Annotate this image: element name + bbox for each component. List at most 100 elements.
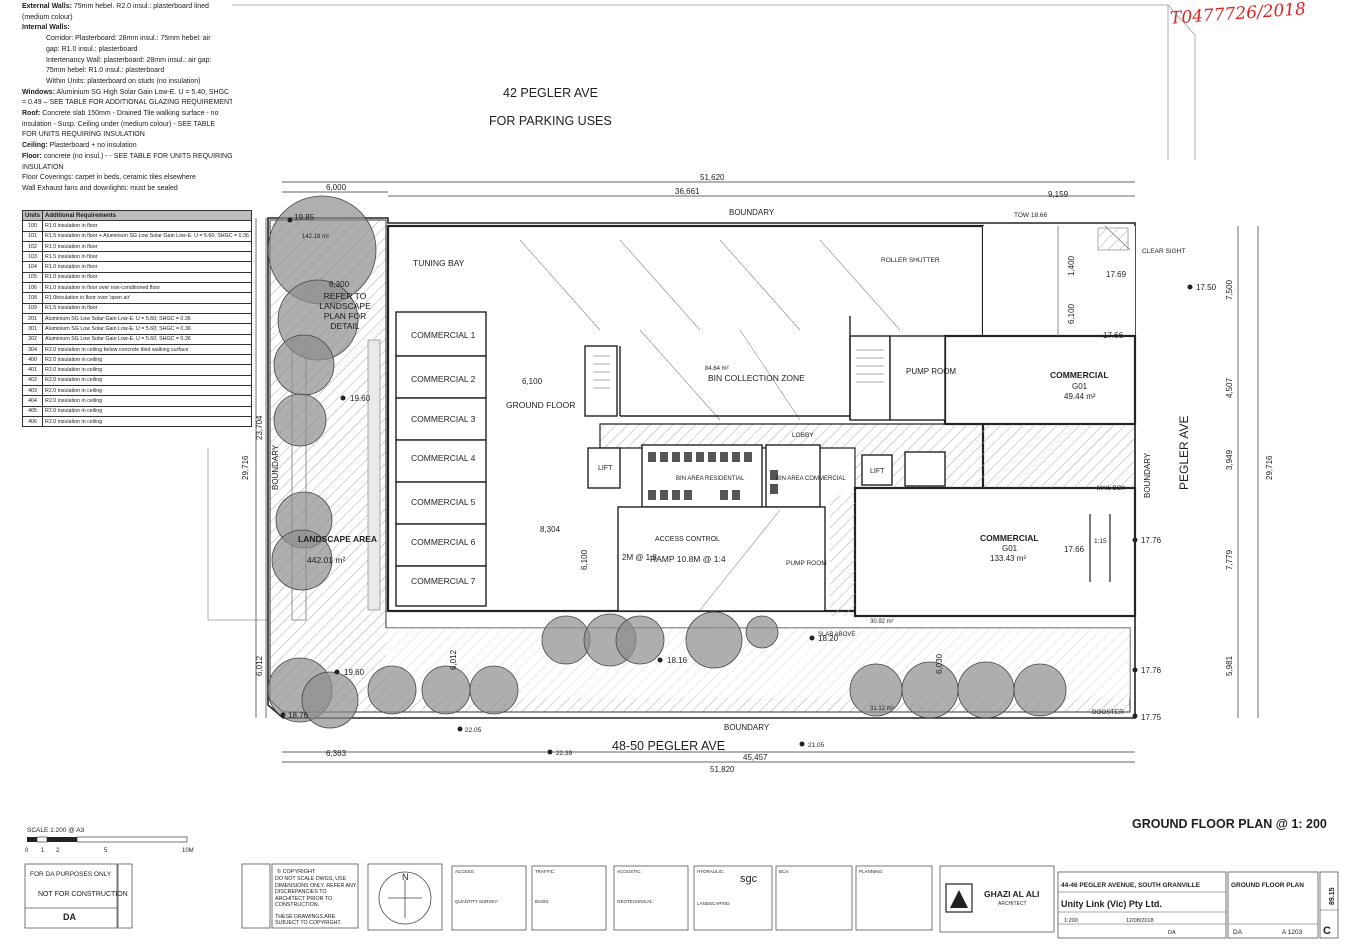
- scale-value: 1:200: [1064, 918, 1078, 924]
- note-value: Corridor: Plasterboard: 28mm insul.: 75m…: [46, 35, 211, 43]
- slab-area-value: 30.92 m²: [870, 619, 894, 625]
- note-key: Ceiling:: [22, 142, 48, 150]
- dim-right-b: 4,507: [1225, 377, 1234, 398]
- note-line: Corridor: Plasterboard: 28mm insul.: 75m…: [22, 34, 232, 45]
- commercial-unit-label: COMMERCIAL 1: [411, 330, 476, 340]
- copyright-text-1: DO NOT SCALE DWGS, USE DIMENSIONS ONLY. …: [275, 876, 357, 908]
- access-control-label: ACCESS CONTROL: [655, 536, 720, 543]
- commercial-unit-label: COMMERCIAL 7: [411, 576, 476, 586]
- dim-6100b: 6,100: [580, 549, 589, 570]
- note-line: External Walls: 75mm hebel. R2.0 insul.:…: [22, 2, 232, 13]
- note-line: Floor: concrete (no insul.) - - SEE TABL…: [22, 152, 232, 163]
- scale-tick-2: 2: [56, 848, 60, 854]
- dim-6100c: 6,100: [1067, 303, 1076, 324]
- landscape-plan-reference: REFER TO LANDSCAPE PLAN FOR DETAIL: [319, 291, 371, 331]
- roller-shutter-label: ROLLER SHUTTER: [881, 257, 940, 264]
- dim-left-inner: 23,704: [255, 415, 264, 440]
- bottom-area-value: 31.12 m²: [870, 706, 894, 712]
- note-line: (medium colour): [22, 13, 232, 24]
- note-key: Windows:: [22, 88, 55, 96]
- level-2: 19.60: [350, 394, 371, 403]
- note-line: Wall Exhaust fans and downlights: must b…: [22, 184, 232, 195]
- note-value: 75mm hebel. R2.0 insul.: plasterboard li…: [71, 3, 209, 10]
- dim-6100a: 6,100: [522, 377, 543, 386]
- note-line: Windows: Aluminium SG High Solar Gain Lo…: [22, 88, 232, 99]
- copyright-text-2: THESE DRAWINGS ARE SUBJECT TO COPYRIGHT.: [275, 913, 342, 927]
- slab-above-label: SLAB ABOVE: [818, 632, 855, 638]
- ramp-2m-label: 2M @ 1:8: [622, 553, 657, 562]
- note-line: gap: R1.0 insul.: plasterboard: [22, 45, 232, 56]
- level-9: 18.20: [818, 634, 839, 643]
- scale-tick-10: 10M: [182, 848, 194, 854]
- level-4: 18.76: [288, 711, 309, 720]
- quantity-survey-label: QUANTITY SURVEY:: [455, 899, 498, 904]
- not-for-construction: NOT FOR CONSTRUCTION: [38, 891, 128, 898]
- note-value: gap: R1.0 insul.: plasterboard: [46, 45, 138, 53]
- note-key: Roof:: [22, 110, 41, 118]
- drawing-number: A 1203: [1282, 929, 1303, 936]
- level-12: 17.50: [1196, 283, 1217, 292]
- architect-sub: ARCHITECT: [998, 901, 1027, 907]
- level-10: 17.69: [1106, 270, 1127, 279]
- basix-label: BASIX:: [535, 899, 550, 904]
- dim-right-outer: 29,716: [1265, 455, 1274, 480]
- project-number: 89.15: [1329, 887, 1336, 905]
- dim-bottom-right: 45,457: [743, 753, 768, 762]
- project-address: 44-46 PEGLER AVENUE, SOUTH GRANVILLE: [1061, 882, 1201, 889]
- landscape-area-label: LANDSCAPE AREA: [298, 534, 377, 544]
- dim-right-c: 3,949: [1225, 449, 1234, 470]
- north-address: 42 PEGLER AVE: [503, 86, 598, 100]
- unit-number: 406: [22, 415, 43, 428]
- scale-bar: [27, 836, 188, 843]
- dim-8304: 8,304: [540, 525, 561, 534]
- level-15: 17.76: [1141, 666, 1162, 675]
- architect-logo-icon: [945, 883, 973, 913]
- dim-bottom-total: 51,820: [710, 765, 735, 774]
- status-value: DA: [1168, 930, 1176, 936]
- level-16: 17.75: [1141, 713, 1162, 722]
- commercial-unit-label: COMMERCIAL 5: [411, 497, 476, 507]
- dim-right-a: 7,500: [1225, 279, 1234, 300]
- level-13: 17.76: [1141, 536, 1162, 545]
- note-value: Aluminium SG High Solar Gain Low-E. U = …: [55, 88, 230, 96]
- north-use: FOR PARKING USES: [489, 114, 612, 128]
- tow-level: TOW 18.66: [1014, 212, 1048, 219]
- level-14: 17.66: [1064, 545, 1085, 554]
- note-line: insulation - Susp. Ceiling under (medium…: [22, 120, 232, 131]
- consultant-access: ACCESS:: [455, 869, 475, 874]
- note-value: Concrete slab 150mm - Drained Tile walki…: [40, 110, 219, 118]
- note-line: Roof: Concrete slab 150mm - Drained Tile…: [22, 109, 232, 120]
- note-value: concrete (no insul.) - - SEE TABLE FOR U…: [41, 152, 232, 160]
- architect-name: GHAZI AL ALI: [984, 889, 1039, 899]
- unit-requirement: R2.0 insulation in ceiling: [42, 415, 252, 428]
- date-value: 12/08/2018: [1126, 918, 1154, 924]
- commercial-g01-b-area: 133.43 m²: [990, 554, 1026, 563]
- specification-notes: External Walls: 75mm hebel. R2.0 insul.:…: [22, 2, 232, 195]
- dim-top-total: 51,620: [700, 173, 725, 182]
- mail-box-label: MAIL BOX: [1097, 486, 1125, 492]
- drawing-status: DA: [1233, 929, 1243, 936]
- note-value: Floor Coverings: carpet in beds, ceramic…: [22, 174, 196, 182]
- level-11: 17.66: [1103, 331, 1124, 340]
- scale-tick-0: 0: [25, 848, 29, 854]
- north-arrow-icon: [378, 871, 432, 925]
- dim-right-d: 7,779: [1225, 549, 1234, 570]
- for-da-label: FOR DA PURPOSES ONLY: [30, 871, 112, 878]
- revision: C: [1323, 925, 1331, 937]
- consultant-hydraulic: HYDRAULIC:: [697, 869, 724, 874]
- note-value: 75mm hebel: R1.0 insul.: plasterboard: [46, 67, 165, 75]
- scale-label: SCALE 1:200 @ A3: [27, 827, 85, 834]
- lift-label-1: LIFT: [598, 465, 613, 472]
- booster-label: BOOSTER: [1092, 709, 1124, 716]
- dim-bottom-left: 6,363: [326, 749, 347, 758]
- ramp-grade: 1:15: [1094, 538, 1107, 545]
- drawing-name: GROUND FLOOR PLAN: [1231, 882, 1304, 889]
- consultant-bca: BCA:: [779, 869, 790, 874]
- note-value: INSULATION: [22, 163, 64, 171]
- dim-1400: 1,400: [1067, 255, 1076, 276]
- dim-6300: 6,300: [329, 280, 350, 289]
- status-label: DA: [63, 912, 76, 922]
